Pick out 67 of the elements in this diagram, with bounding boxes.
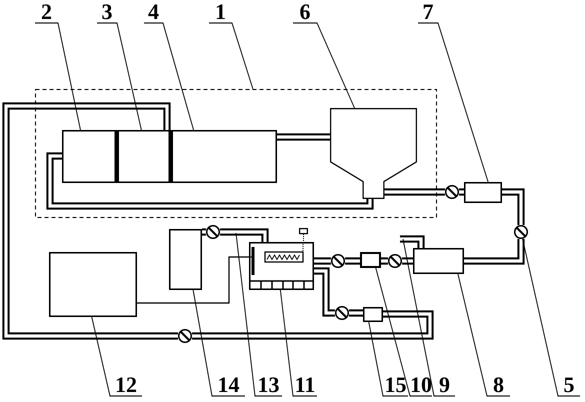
callout-number: 13 <box>255 374 282 396</box>
component-box <box>169 229 202 290</box>
callout-number: 6 <box>293 1 317 23</box>
leader-line <box>144 22 194 130</box>
leader-line <box>458 274 510 396</box>
pipe <box>501 188 525 226</box>
leader-line <box>34 22 81 130</box>
pipe <box>383 188 446 196</box>
dashed-boundary <box>35 89 437 218</box>
callout-number: 10 <box>410 374 432 396</box>
leader-line <box>292 22 355 108</box>
component-box <box>170 130 277 183</box>
pipe <box>2 102 179 340</box>
component-box <box>49 252 137 317</box>
pipe <box>380 257 389 265</box>
leader-line <box>418 22 489 182</box>
pipe <box>401 257 414 265</box>
tank <box>249 242 314 290</box>
callout-number: 4 <box>144 1 163 23</box>
leader-line <box>91 316 142 396</box>
valve-symbol <box>514 225 528 239</box>
wire <box>137 256 249 304</box>
component-box <box>360 252 381 268</box>
leader-line <box>522 238 580 396</box>
callout-number: 14 <box>212 374 245 396</box>
hopper <box>330 108 417 199</box>
callout-number: 5 <box>558 374 580 396</box>
pipe <box>313 257 332 265</box>
callout-number: 2 <box>35 1 58 23</box>
pipe <box>458 188 465 196</box>
callout-number: 8 <box>487 374 510 396</box>
callout-number: 3 <box>97 1 117 23</box>
valve-symbol <box>206 225 220 239</box>
leader-line <box>236 232 282 396</box>
valve-symbol <box>331 254 345 268</box>
leader-line <box>368 322 408 396</box>
component-box <box>62 130 116 183</box>
callout-number: 7 <box>418 1 438 23</box>
pipe <box>399 235 425 249</box>
component-box <box>413 248 464 274</box>
pipe <box>191 310 434 340</box>
leader-line <box>375 268 432 396</box>
valve-symbol <box>178 329 192 343</box>
valve-symbol <box>445 185 459 199</box>
leader-line <box>208 22 254 90</box>
leader-line <box>96 22 142 130</box>
pipe <box>219 228 269 243</box>
valve-symbol <box>388 254 402 268</box>
callout-number: 15 <box>383 374 408 396</box>
callout-number: 9 <box>434 374 455 396</box>
leader-line <box>192 290 246 396</box>
component-box <box>363 307 383 322</box>
leader-line <box>280 290 318 396</box>
pipe <box>348 309 364 317</box>
pipe <box>344 257 361 265</box>
pipe <box>46 152 374 210</box>
component-box <box>464 182 502 203</box>
callout-number: 11 <box>293 374 317 396</box>
pipe <box>201 228 207 236</box>
pipe <box>463 238 525 265</box>
component-box <box>116 130 170 183</box>
valve-symbol <box>335 306 349 320</box>
callout-number: 1 <box>209 1 232 23</box>
pipe <box>276 133 331 141</box>
callout-number: 12 <box>110 374 142 396</box>
leader-line <box>402 238 456 396</box>
pipe <box>313 267 336 317</box>
